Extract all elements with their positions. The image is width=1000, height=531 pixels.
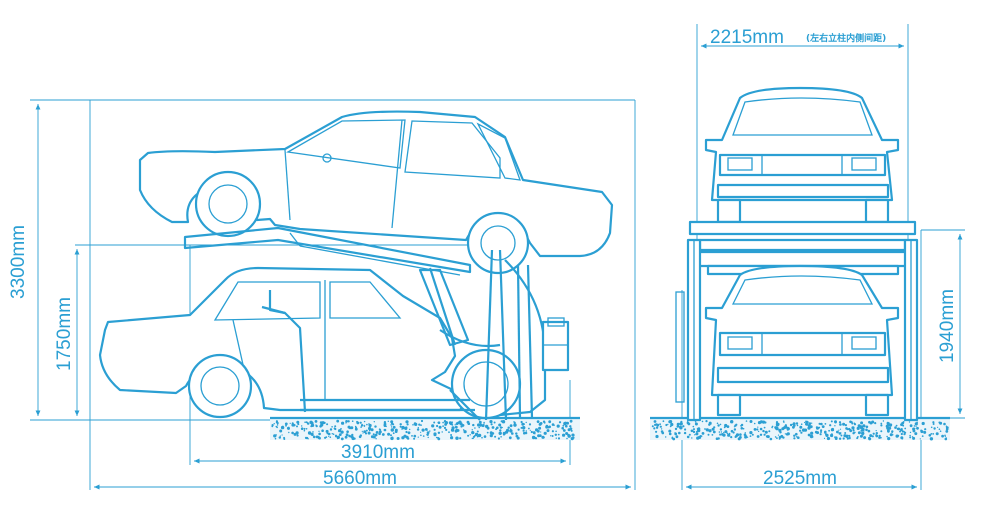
dim-total-length: 5660mm (94, 468, 631, 490)
dim-inner-width-label: 2215mm (710, 27, 784, 48)
dim-inner-width: 2215mm (左右立柱内侧间距) (701, 27, 904, 49)
dim-platform-height-label: 1940mm (937, 289, 958, 363)
dim-lower-height-label: 1750mm (54, 297, 75, 371)
front-ground (650, 416, 950, 441)
dim-total-height-label: 3300mm (8, 225, 29, 299)
dim-total-length-label: 5660mm (323, 468, 397, 489)
lower-front-car (704, 264, 900, 417)
dim-lower-height: 1750mm (54, 249, 80, 416)
dim-total-width: 2525mm (686, 468, 917, 490)
upper-front-car (704, 86, 900, 224)
dim-total-height: 3300mm (8, 104, 41, 416)
dim-platform-length: 3910mm (194, 442, 566, 464)
side-view: 3300mm 1750mm 3910mm 5660mm (8, 99, 636, 490)
dim-platform-height: 1940mm (937, 234, 963, 414)
dim-total-width-label: 2525mm (763, 468, 837, 489)
front-view: 2215mm (左右立柱内侧间距) 2525mm 1940mm (650, 24, 965, 490)
upper-car (138, 110, 614, 275)
side-ground (270, 416, 580, 441)
dim-platform-length-label: 3910mm (341, 442, 415, 463)
lower-car (98, 266, 472, 419)
dim-inner-width-note: (左右立柱内侧间距) (806, 32, 886, 44)
lift-mechanism (261, 249, 570, 421)
